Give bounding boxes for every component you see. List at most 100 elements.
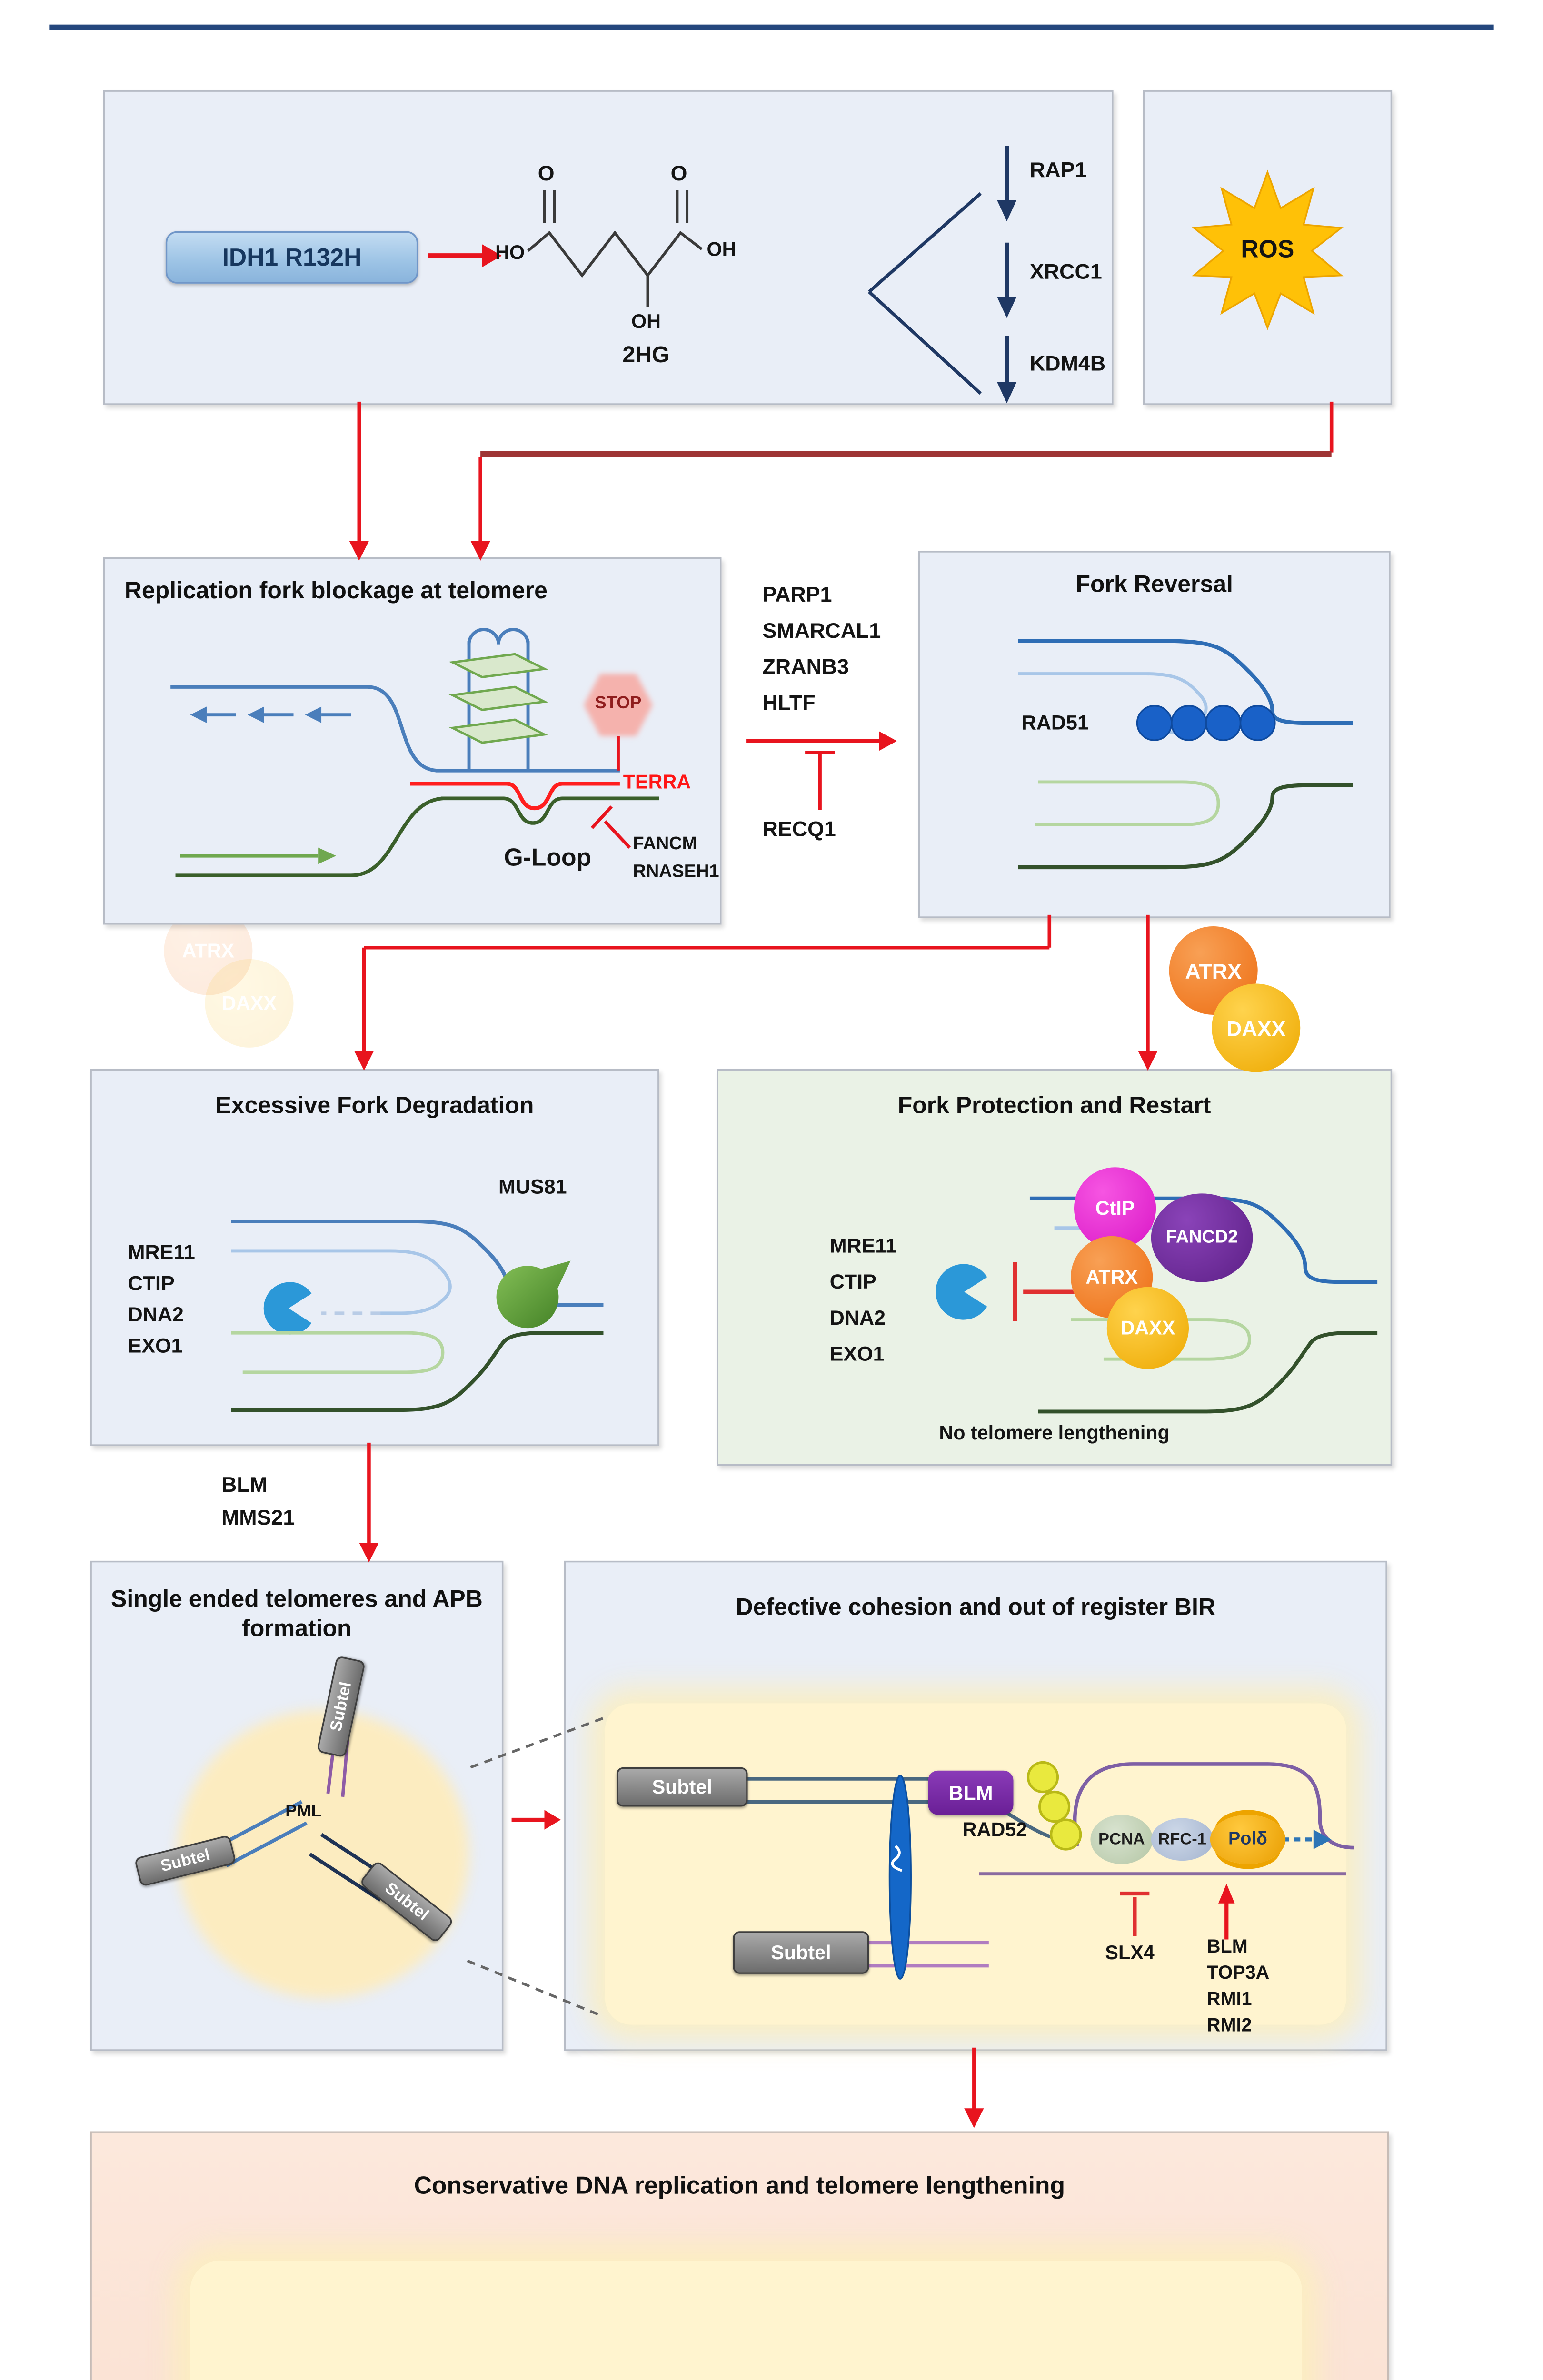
daxx-label: DAXX <box>1120 1316 1175 1339</box>
mms21-mediator-label: MMS21 <box>221 1505 295 1530</box>
terra-rna-strand <box>410 782 620 811</box>
fork-reversal-graphics <box>1018 639 1353 870</box>
pcna-label: PCNA <box>1098 1830 1145 1849</box>
2hg-molecule <box>527 190 703 307</box>
mre11-nuclease-pacman-icon <box>936 1264 987 1320</box>
dissolvasome-rmi2: RMI2 <box>1206 2016 1252 2036</box>
subtel-label: Subtel <box>159 1846 212 1876</box>
leading-strand <box>170 685 620 773</box>
target-xrcc1: XRCC1 <box>1029 259 1102 284</box>
daxx-circle: DAXX <box>1212 983 1301 1072</box>
pold-chip: Polδ <box>1210 1815 1286 1864</box>
apb-panel: Single ended telomeres and APB formation… <box>90 1560 504 2051</box>
dissolvasome-rmi1: RMI1 <box>1206 1990 1252 2010</box>
ros-label: ROS <box>1241 236 1294 264</box>
ctip-circle: CtIP <box>1074 1167 1156 1250</box>
green-parental-strand <box>1018 783 1353 870</box>
daxx-circle-protection: DAXX <box>1106 1287 1189 1369</box>
zranb3-label: ZRANB3 <box>762 654 849 679</box>
molecule-name: 2HG <box>622 341 670 367</box>
rad51-label: RAD51 <box>1021 711 1089 735</box>
terra-label: TERRA <box>623 770 691 793</box>
conservative-graphics <box>92 2133 1387 2380</box>
bir-direction-arrow <box>1282 1829 1332 1850</box>
target-kdm4b: KDM4B <box>1029 351 1106 376</box>
fork-protection-graphics <box>936 1196 1378 1414</box>
nuclease-dna2: DNA2 <box>829 1307 886 1330</box>
bottom-duplex <box>175 796 443 877</box>
nuclease-ctip: CTIP <box>829 1270 876 1294</box>
stop-sign <box>584 674 653 771</box>
fancm-inhibition-tbar <box>590 805 631 849</box>
ros-star-icon <box>1191 169 1344 330</box>
dissolvasome-blm: BLM <box>1206 1938 1248 1958</box>
green-nascent-strand <box>1071 1318 1251 1361</box>
rfc1-chip: RFC-1 <box>1151 1818 1214 1861</box>
fork-reversal-title: Fork Reversal <box>1075 572 1233 599</box>
slx4-inhibition-tbar <box>1120 1891 1150 1936</box>
nuclease-mre11: MRE11 <box>829 1234 897 1258</box>
nuclease-mre11: MRE11 <box>128 1241 195 1264</box>
atrx-ghost-label: ATRX <box>182 939 235 962</box>
subtel-b-strands <box>867 1941 989 1968</box>
fork-degradation-panel: Excessive Fork Degradation MUS81 MRE11 C… <box>90 1069 659 1446</box>
atom-o-left: O <box>538 160 555 186</box>
dissolvasome-arrow <box>1218 1884 1235 1940</box>
dissolvasome-top3a: TOP3A <box>1206 1964 1270 1984</box>
parp1-label: PARP1 <box>762 582 832 607</box>
g-quadruplex <box>448 628 548 771</box>
2hg-branch-chevron <box>868 192 982 395</box>
blue-parental-strand <box>1029 1196 1378 1284</box>
conservative-inner-zone <box>190 2261 1302 2380</box>
fork-protection-panel: Fork Protection and Restart MRE11 CTIP D… <box>717 1069 1393 1466</box>
green-parental-strand <box>231 1331 604 1412</box>
fork-blockage-panel: Replication fork blockage at telomere <box>103 557 722 925</box>
blm-mediator-label: BLM <box>221 1472 268 1497</box>
pold-label: Polδ <box>1228 1829 1267 1850</box>
no-lengthening-note: No telomere lengthening <box>939 1421 1170 1445</box>
ctip-label: CtIP <box>1095 1197 1135 1220</box>
subtel-a-strands <box>746 1777 1078 1845</box>
bir-inner-zone <box>605 1703 1346 2025</box>
idh1-to-2hg-arrow <box>428 244 502 268</box>
blue-parental-strand <box>1018 639 1353 725</box>
target-arrows <box>997 146 1017 404</box>
idh1-2hg-panel: IDH1 R132H <box>103 90 1114 405</box>
daxx-label: DAXX <box>1226 1015 1286 1041</box>
template-strand-right <box>441 796 659 825</box>
green-nascent-strand <box>231 1331 445 1374</box>
fancm-label: FANCM <box>633 834 697 854</box>
recq1-label: RECQ1 <box>762 816 836 841</box>
blm-label: BLM <box>948 1781 993 1805</box>
mre11-nuclease-pacman-icon <box>263 1282 312 1335</box>
idh1-mutation-chip: IDH1 R132H <box>165 231 418 284</box>
fork-blockage-title: Replication fork blockage at telomere <box>124 578 548 605</box>
hltf-label: HLTF <box>762 690 816 715</box>
fork-degradation-title: Excessive Fork Degradation <box>215 1093 534 1120</box>
rad52-bead-chain <box>1026 1761 1082 1851</box>
idh1-label: IDH1 R132H <box>222 243 362 272</box>
fork-reversal-panel: Fork Reversal RAD51 <box>918 551 1391 918</box>
ros-panel: ROS <box>1143 90 1393 405</box>
subtel-label: Subtel <box>771 1941 831 1964</box>
rad52-label: RAD52 <box>962 1818 1027 1841</box>
subtel-box-bir-bottom: Subtel <box>733 1931 869 1974</box>
green-parental-strand <box>1038 1331 1378 1414</box>
atrx-label: ATRX <box>1185 958 1242 983</box>
mus81-label: MUS81 <box>498 1175 567 1199</box>
top-rule <box>49 24 1494 30</box>
conservative-title: Conservative DNA replication and telomer… <box>414 2172 1065 2201</box>
rnaseh1-label: RNASEH1 <box>633 862 719 882</box>
daxx-ghost-label: DAXX <box>222 992 277 1015</box>
apb-title: Single ended telomeres and APB formation <box>111 1587 483 1643</box>
gloop-label: G-Loop <box>504 844 592 873</box>
subtel-label: Subtel <box>327 1680 355 1733</box>
nuclease-ctip: CTIP <box>128 1272 175 1295</box>
pcna-chip: PCNA <box>1090 1815 1153 1864</box>
bir-graphics <box>746 1761 1354 1980</box>
atom-oh-mid: OH <box>631 309 661 333</box>
rfc1-label: RFC-1 <box>1158 1830 1206 1849</box>
mus81-nuclease-pacman-icon <box>496 1260 571 1329</box>
blm-helicase-chip: BLM <box>928 1770 1014 1815</box>
